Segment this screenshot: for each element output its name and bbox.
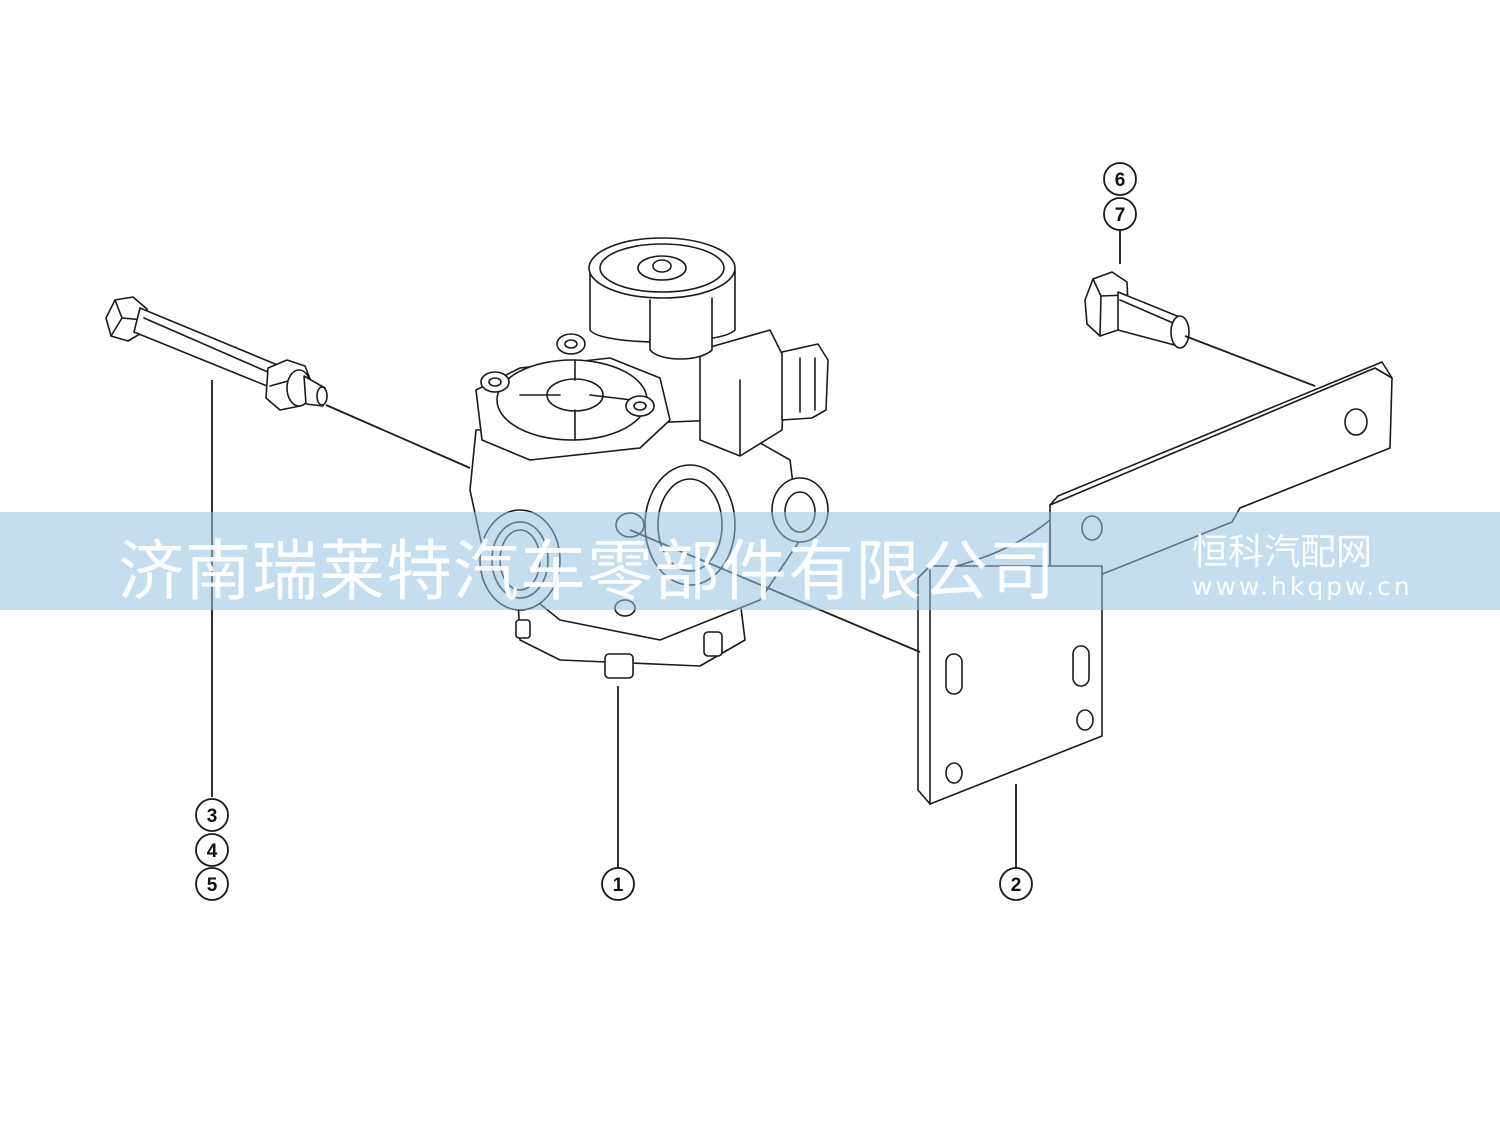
leader-line-bolt-to-valve <box>325 404 471 469</box>
watermark-company-name: 济南瑞莱特汽车零部件有限公司 <box>118 533 1056 610</box>
callout-2-label: 2 <box>1011 875 1022 896</box>
callout-1-label: 1 <box>613 875 624 896</box>
watermark-band <box>0 512 1500 610</box>
callout-4-label: 4 <box>207 841 218 862</box>
leader-line-flange-bolt-to-bracket <box>1184 335 1316 387</box>
callout-7: 7 <box>1103 197 1137 231</box>
callout-6: 6 <box>1103 162 1137 196</box>
callout-1: 1 <box>601 867 635 901</box>
callout-3-label: 3 <box>207 806 218 827</box>
long-bolt-drawing-icon <box>105 296 328 411</box>
flange-bolt-drawing-icon <box>1084 271 1190 349</box>
callout-5: 5 <box>195 867 229 901</box>
watermark-site-name: 恒科汽配网 <box>1192 532 1373 573</box>
callout-5-label: 5 <box>207 875 218 896</box>
watermark-url: www.hkqpw.cn <box>1192 572 1413 601</box>
callout-4: 4 <box>195 833 229 867</box>
callout-6-label: 6 <box>1115 170 1126 191</box>
callout-7-label: 7 <box>1115 205 1126 226</box>
callout-3: 3 <box>195 798 229 832</box>
callout-2: 2 <box>999 867 1033 901</box>
